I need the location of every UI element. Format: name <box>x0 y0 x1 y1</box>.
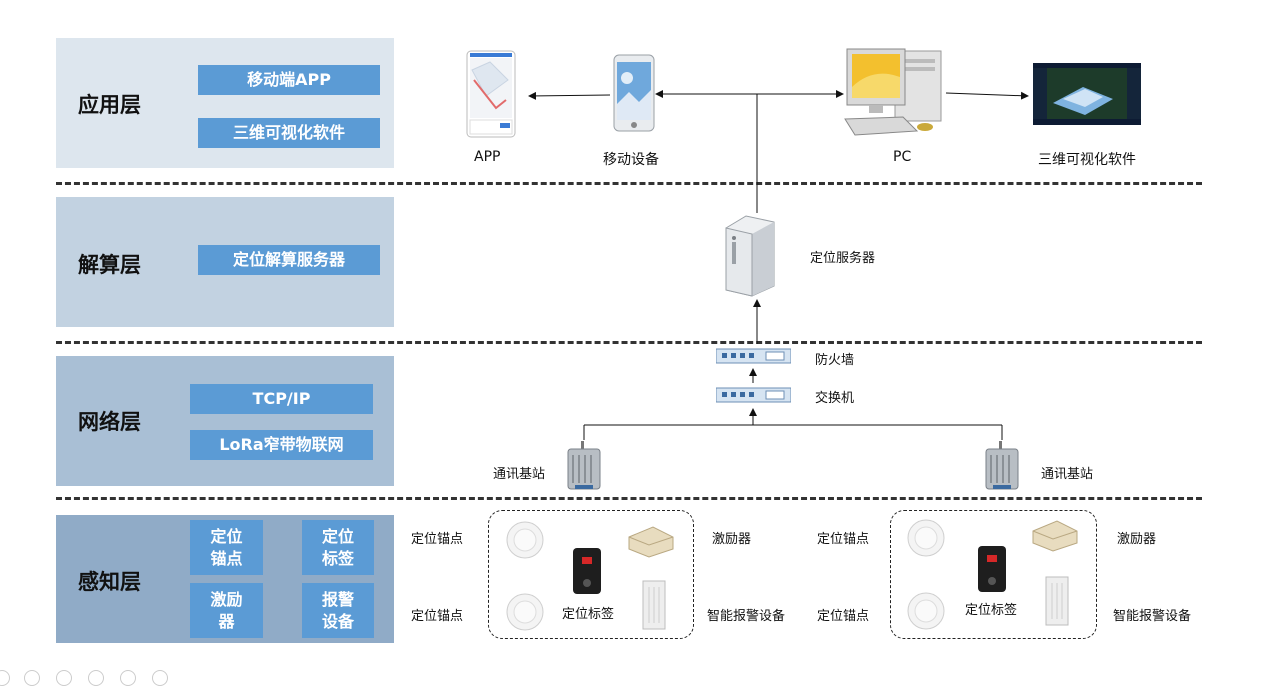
exciter-tag-label: 激励器 <box>210 589 243 631</box>
left-tag-icon <box>572 547 602 595</box>
left-exciter-label: 激励器 <box>712 532 752 547</box>
anchor-tag: 定位锚点 <box>190 520 263 575</box>
right-tag-label: 定位标签 <box>965 603 1018 618</box>
positioning-server-tag: 定位解算服务器 <box>198 245 380 275</box>
right-alarm-icon <box>1044 575 1070 627</box>
separator-3 <box>56 497 1202 500</box>
next-slide-control-icon[interactable] <box>24 670 40 686</box>
pc-icon <box>843 47 948 142</box>
application-layer-title: 应用层 <box>78 93 141 117</box>
app-phone-icon <box>466 50 516 138</box>
left-alarm-icon <box>641 579 667 631</box>
right-exciter-label: 激励器 <box>1117 532 1157 547</box>
mobile-device-label: 移动设备 <box>603 152 659 168</box>
base-station-right-label: 通讯基站 <box>1041 467 1094 482</box>
3d-software-label: 三维可视化软件 <box>1038 152 1136 168</box>
firewall-icon <box>715 347 792 365</box>
pc-label: PC <box>893 149 912 165</box>
perception-layer-title: 感知层 <box>78 570 141 594</box>
left-anchor-bottom-icon <box>506 593 544 631</box>
separator-2 <box>56 341 1202 344</box>
application-layer-panel: 应用层 移动端APP 三维可视化软件 <box>56 38 394 168</box>
separator-1 <box>56 182 1202 185</box>
left-exciter-icon <box>627 525 675 559</box>
3d-software-tag: 三维可视化软件 <box>198 118 380 148</box>
prev-slide-control-icon[interactable] <box>0 670 10 686</box>
compute-layer-title: 解算层 <box>78 253 141 277</box>
right-alarm-label: 智能报警设备 <box>1113 609 1192 624</box>
right-tag-icon <box>977 545 1007 593</box>
right-anchor-top-icon <box>907 519 945 557</box>
compute-layer-panel: 解算层 定位解算服务器 <box>56 197 394 327</box>
slides-control-icon[interactable] <box>88 670 104 686</box>
left-tag-label: 定位标签 <box>562 607 615 622</box>
mobile-app-tag: 移动端APP <box>198 65 380 95</box>
right-anchor-top-label: 定位锚点 <box>817 532 870 547</box>
base-station-left-icon <box>565 441 603 493</box>
zoom-control-icon[interactable] <box>120 670 136 686</box>
anchor-tag-label: 定位锚点 <box>210 526 243 568</box>
left-anchor-top-icon <box>506 521 544 559</box>
right-exciter-icon <box>1031 519 1079 553</box>
right-anchor-bottom-label: 定位锚点 <box>817 609 870 624</box>
more-control-icon[interactable] <box>152 670 168 686</box>
base-station-right-icon <box>983 441 1021 493</box>
right-anchor-bottom-icon <box>907 592 945 630</box>
label-tag-label: 定位标签 <box>321 526 354 568</box>
perception-layer-panel: 感知层 定位锚点 定位标签 激励器 报警设备 <box>56 515 394 643</box>
left-anchor-bottom-label: 定位锚点 <box>411 609 464 624</box>
base-station-left-label: 通讯基站 <box>493 467 546 482</box>
switch-icon <box>715 386 792 404</box>
firewall-label: 防火墙 <box>815 353 855 368</box>
label-tag: 定位标签 <box>302 520 374 575</box>
server-label: 定位服务器 <box>810 251 876 266</box>
pen-control-icon[interactable] <box>56 670 72 686</box>
left-alarm-label: 智能报警设备 <box>707 609 786 624</box>
alarm-tag-label: 报警设备 <box>321 589 354 631</box>
exciter-tag: 激励器 <box>190 583 263 638</box>
sensor-group-right <box>890 510 1097 639</box>
left-anchor-top-label: 定位锚点 <box>411 532 464 547</box>
mobile-device-icon <box>613 54 655 132</box>
app-label: APP <box>474 149 501 165</box>
lora-tag: LoRa窄带物联网 <box>190 430 373 460</box>
3d-software-screen-icon <box>1033 63 1141 125</box>
network-layer-title: 网络层 <box>78 410 141 434</box>
switch-label: 交换机 <box>815 391 855 406</box>
network-layer-panel: 网络层 TCP/IP LoRa窄带物联网 <box>56 356 394 486</box>
sensor-group-left <box>488 510 694 639</box>
server-icon <box>724 214 776 298</box>
alarm-tag: 报警设备 <box>302 583 374 638</box>
tcpip-tag: TCP/IP <box>190 384 373 414</box>
